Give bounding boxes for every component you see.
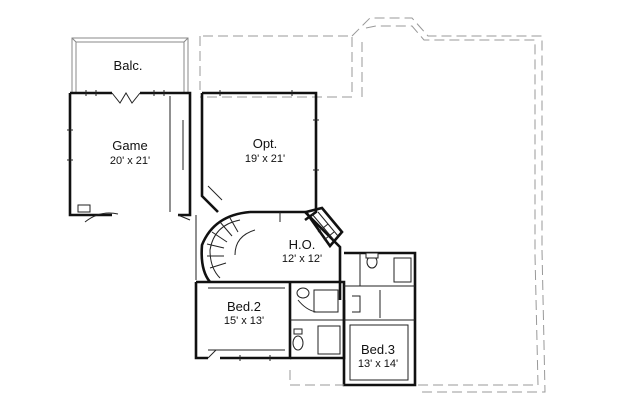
game-room-walls xyxy=(67,90,192,223)
balcony xyxy=(71,37,189,93)
lower-level-outline xyxy=(199,17,546,393)
balcony-label: Balc. xyxy=(114,58,143,73)
optional-room-label: Opt. xyxy=(253,136,278,151)
game-room-dimensions: 20' x 21' xyxy=(110,155,150,167)
optional-room-dimensions: 19' x 21' xyxy=(245,153,285,165)
staircase xyxy=(195,210,256,283)
game-room-label: Game xyxy=(112,138,147,153)
bathroom xyxy=(290,280,346,360)
home-office-dimensions: 12' x 12' xyxy=(282,253,322,265)
bedroom-2-dimensions: 15' x 13' xyxy=(224,315,264,327)
bedroom-2-label: Bed.2 xyxy=(227,299,261,314)
bedroom-3-dimensions: 13' x 14' xyxy=(358,358,398,370)
bedroom-3-walls xyxy=(342,251,417,387)
bedroom-3-label: Bed.3 xyxy=(361,342,395,357)
lower-level-returns xyxy=(289,370,344,386)
home-office-label: H.O. xyxy=(289,237,316,252)
home-office-walls xyxy=(250,206,344,300)
